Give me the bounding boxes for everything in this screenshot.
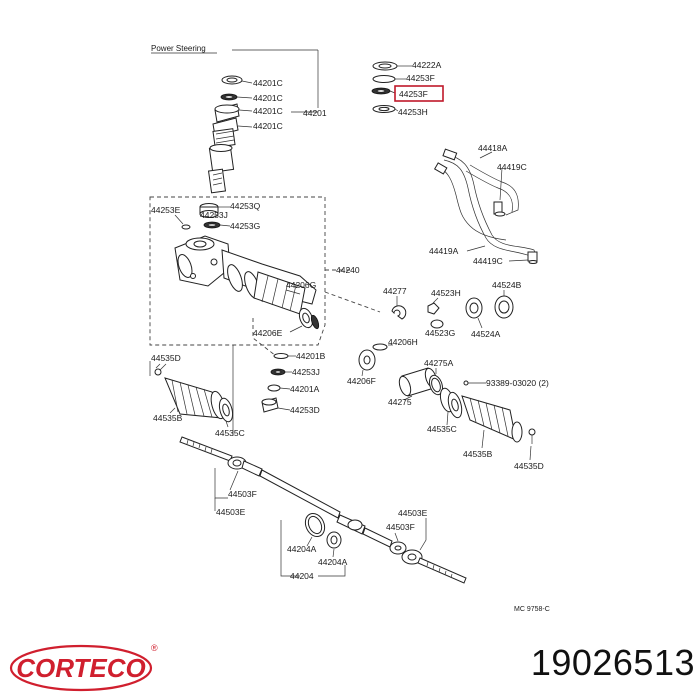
corteco-logo: CORTECO ® [9, 643, 158, 692]
label-44503F-left: 44503F [228, 489, 257, 499]
label-44277: 44277 [383, 286, 407, 296]
label-44524A: 44524A [471, 329, 501, 339]
label-44253H: 44253H [398, 107, 428, 117]
label-44535C-left: 44535C [215, 428, 245, 438]
label-44201C-4: 44201C [253, 121, 283, 131]
bushing-parts [391, 295, 514, 329]
left-boot [154, 363, 234, 423]
label-44201B: 44201B [296, 351, 326, 361]
label-44524B: 44524B [492, 280, 522, 290]
label-44201C-2: 44201C [253, 93, 283, 103]
upper-seal-stack [371, 61, 398, 113]
part-number: 19026513 [530, 642, 695, 683]
label-44201A: 44201A [290, 384, 320, 394]
label-44222A: 44222A [412, 60, 442, 70]
label-44535B-left: 44535B [153, 413, 183, 423]
label-44503E-right: 44503E [398, 508, 428, 518]
label-44419C-1: 44419C [497, 162, 527, 172]
label-93389-03020: 93389-03020 (2) [486, 378, 549, 388]
label-44240: 44240 [336, 265, 360, 275]
label-44253J-upper: 44253J [200, 210, 228, 220]
label-44535D-left: 44535D [151, 353, 181, 363]
label-44523H: 44523H [431, 288, 461, 298]
label-44503F-right: 44503F [386, 522, 415, 532]
label-44253J-lower: 44253J [292, 367, 320, 377]
gear-housing [174, 235, 320, 330]
label-44535B-right: 44535B [463, 449, 493, 459]
label-44523G: 44523G [425, 328, 455, 338]
label-44419A: 44419A [429, 246, 459, 256]
pressure-tube-assembly [433, 148, 538, 264]
rack-bushing-parts [358, 343, 443, 397]
label-44206E: 44206E [253, 328, 283, 338]
label-44535D-right: 44535D [514, 461, 544, 471]
highlight-box [394, 85, 444, 102]
registered-mark: ® [151, 643, 158, 653]
label-44418A: 44418A [478, 143, 508, 153]
label-44206F: 44206F [347, 376, 376, 386]
diagram-title: Power Steering [151, 44, 206, 53]
label-44201C-3: 44201C [253, 106, 283, 116]
label-44535C-right: 44535C [427, 424, 457, 434]
rack-and-tie-rods [179, 436, 467, 584]
housing-plugs [199, 203, 221, 229]
label-44503E-left: 44503E [216, 507, 246, 517]
label-44253Q: 44253Q [230, 201, 261, 211]
right-boot [439, 387, 536, 444]
label-44204A-2: 44204A [318, 557, 348, 567]
label-44253E: 44253E [151, 205, 181, 215]
label-44253G: 44253G [230, 221, 260, 231]
label-44275: 44275 [388, 397, 412, 407]
label-44419C-2: 44419C [473, 256, 503, 266]
label-44253F: 44253F [406, 73, 435, 83]
logo-text: CORTECO [16, 653, 146, 683]
lower-seal-stack [261, 353, 289, 413]
label-44253D: 44253D [290, 405, 320, 415]
drawing-reference: MC 9758-C [514, 606, 550, 613]
label-44201C-1: 44201C [253, 78, 283, 88]
pinion-shaft-assembly [207, 75, 243, 194]
label-44275A: 44275A [424, 358, 454, 368]
label-44206H: 44206H [388, 337, 418, 347]
label-44206G: 44206G [286, 280, 316, 290]
label-44201: 44201 [303, 108, 327, 118]
label-44204: 44204 [290, 571, 314, 581]
label-44253F-highlighted: 44253F [399, 89, 428, 99]
label-44204A-1: 44204A [287, 544, 317, 554]
